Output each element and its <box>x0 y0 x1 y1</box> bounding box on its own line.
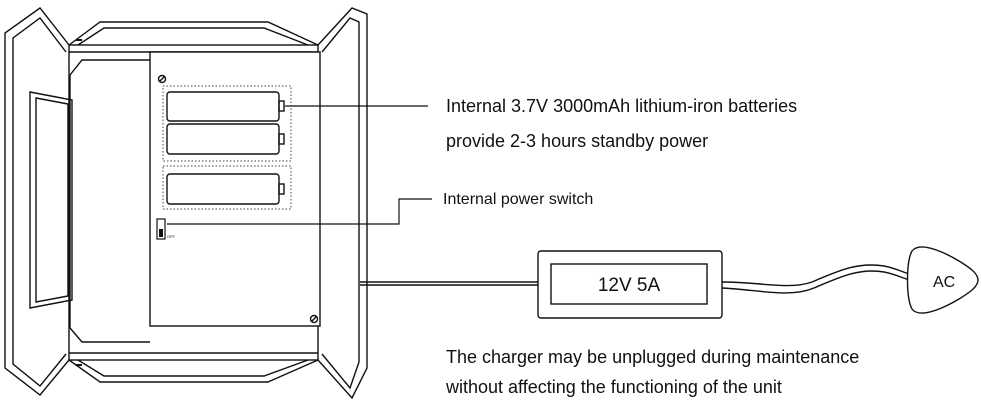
power-switch-lever <box>159 229 163 237</box>
bottom-flap-edge <box>77 359 309 377</box>
battery-cell-1-terminal <box>278 100 285 112</box>
charger-label-plate <box>550 263 708 305</box>
switch-description: Internal power switch <box>443 191 593 208</box>
inner-recess <box>69 59 150 343</box>
top-flap <box>68 21 319 46</box>
bottom-flap <box>68 359 319 383</box>
screw-bottom-right <box>309 314 319 324</box>
charger-rating-label: 12V 5A <box>598 275 661 296</box>
front-panel <box>149 51 321 327</box>
battery-description-line2: provide 2-3 hours standby power <box>446 131 708 151</box>
side-panel-inner <box>35 97 69 303</box>
hinge-mark-bottom <box>76 364 82 366</box>
right-wing <box>317 7 368 400</box>
maintenance-note-line1: The charger may be unplugged during main… <box>446 347 859 367</box>
leader-lines <box>167 105 432 225</box>
charger: 12V 5A <box>537 250 723 319</box>
switch-leader-line <box>167 198 432 225</box>
power-switch: OFF <box>156 218 176 240</box>
left-wing <box>4 7 70 396</box>
battery-pack <box>162 85 292 210</box>
hinge-marks <box>76 39 82 366</box>
right-wing-inner <box>321 17 360 390</box>
ac-cable-top <box>721 264 911 287</box>
maintenance-note-line2: without affecting the functioning of the… <box>445 377 782 397</box>
ac-plug-body <box>906 246 979 314</box>
ac-cable-bottom <box>721 270 911 294</box>
power-cable <box>360 264 911 294</box>
front-panel-plate <box>149 51 321 327</box>
battery-compartment-upper <box>162 85 292 162</box>
annotations: Internal 3.7V 3000mAh lithium-iron batte… <box>443 96 859 397</box>
ac-plug-label: AC <box>933 274 955 291</box>
battery-cell-3-terminal <box>278 183 285 195</box>
screw-top-left-slot <box>159 76 165 82</box>
screw-bottom-right-slot <box>311 316 317 322</box>
hinge-mark-top <box>76 39 82 41</box>
battery-cell-2-terminal <box>278 133 285 145</box>
side-panel <box>29 91 73 309</box>
top-flap-edge <box>77 27 309 46</box>
ac-plug: AC <box>906 246 979 314</box>
battery-description-line1: Internal 3.7V 3000mAh lithium-iron batte… <box>446 96 797 116</box>
screw-top-left <box>157 74 167 84</box>
battery-compartment-lower <box>162 165 292 210</box>
left-wing-inner <box>12 17 67 387</box>
power-switch-state-label: OFF <box>167 234 176 239</box>
